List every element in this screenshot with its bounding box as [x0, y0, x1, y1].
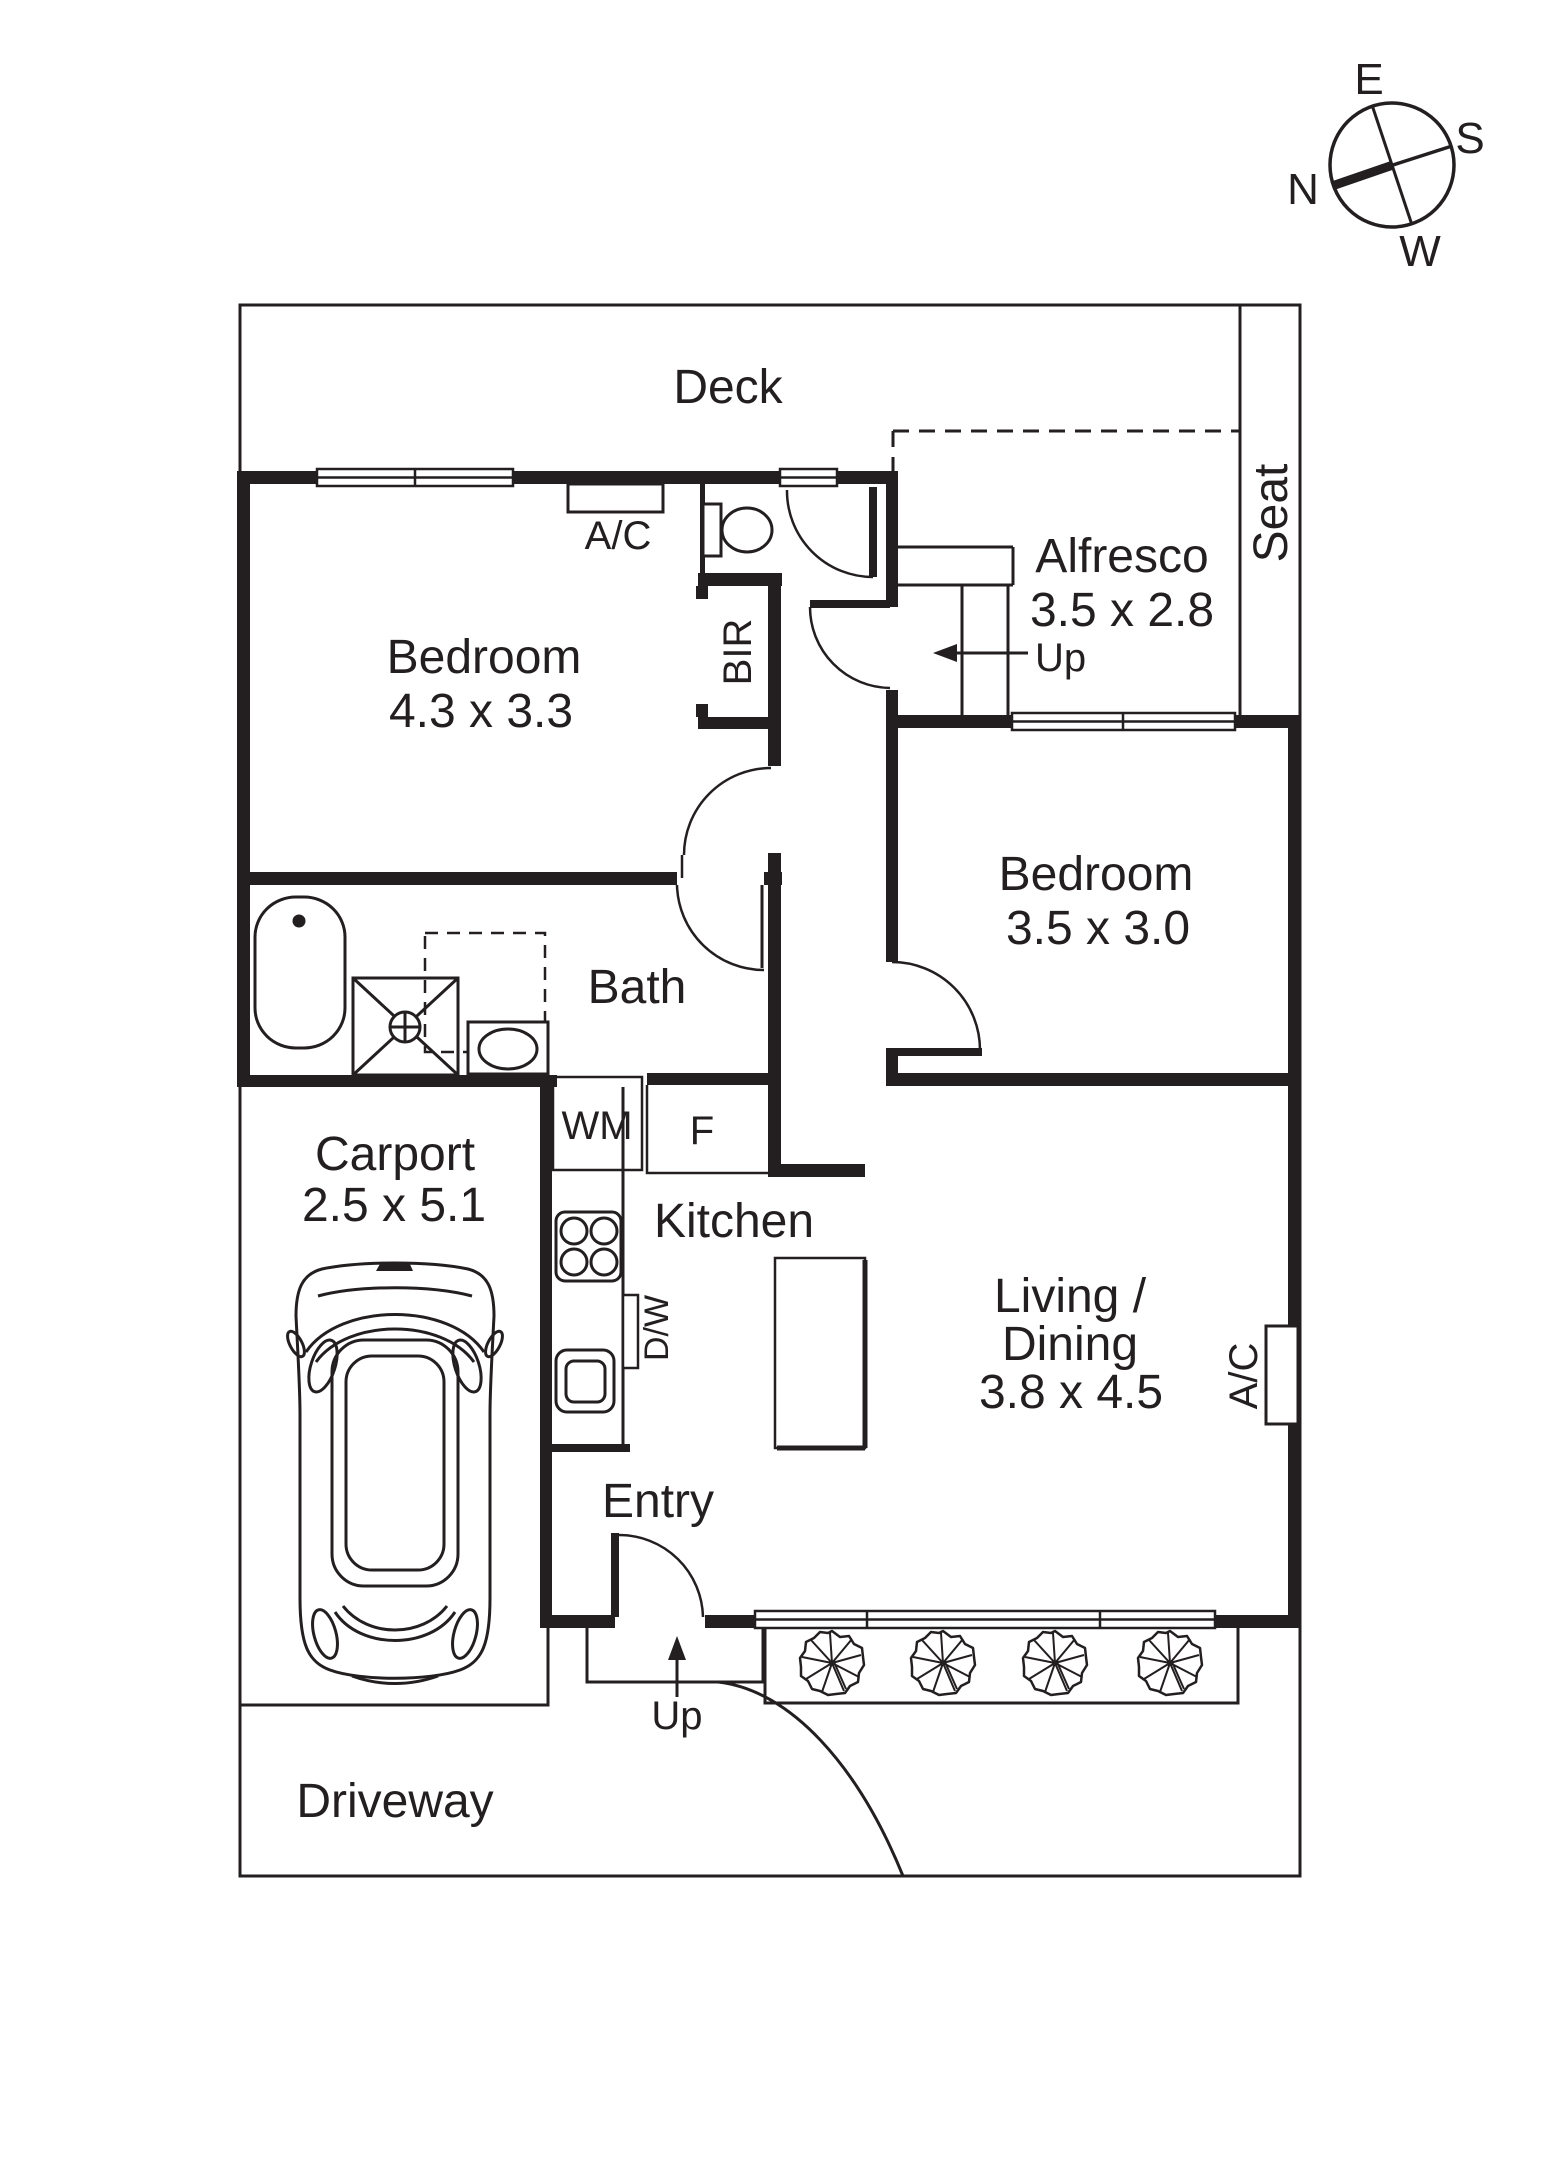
ac-unit-living — [1264, 1324, 1300, 1426]
up-arrow-entry — [668, 1636, 686, 1697]
bedroom1-label: Bedroom — [387, 631, 582, 684]
alfresco-door-arc — [808, 606, 891, 690]
bedroom1-dims: 4.3 x 3.3 — [389, 685, 573, 738]
plant-icon — [909, 1629, 977, 1697]
fridge-label: F — [690, 1109, 714, 1153]
shower-icon — [351, 976, 460, 1077]
ac-label-living: A/C — [1222, 1343, 1266, 1410]
bathtub-icon — [253, 895, 347, 1050]
ac-label-bedroom1: A/C — [585, 514, 652, 558]
bir-label: BIR — [716, 619, 760, 686]
wc-window — [778, 467, 839, 488]
room-labels: Deck Alfresco 3.5 x 2.8 Seat Bedroom 4.3… — [296, 361, 1298, 1828]
alfresco-dashed-line — [891, 429, 1240, 471]
island-bench — [773, 1256, 868, 1451]
wc-door-arc — [785, 489, 874, 579]
front-door-arc — [618, 1533, 705, 1618]
bath-door-arc — [675, 884, 765, 972]
stove-icon — [554, 1210, 623, 1283]
bedroom2-window — [1010, 711, 1237, 732]
alfresco-door-leaf — [810, 600, 890, 608]
doors — [618, 489, 982, 1618]
driveway-label: Driveway — [296, 1775, 493, 1828]
dishwasher-label: D/W — [638, 1295, 676, 1361]
up-label-entry: Up — [651, 1694, 702, 1738]
bedroom2-door-arc — [891, 960, 982, 1051]
living-window — [753, 1609, 1217, 1630]
carport-dims: 2.5 x 5.1 — [302, 1179, 486, 1232]
compass-south-label: S — [1455, 114, 1484, 163]
plant-icons — [798, 1629, 1204, 1697]
sink-icon — [554, 1348, 616, 1414]
entry-label: Entry — [602, 1475, 714, 1528]
compass-north-label: N — [1287, 165, 1319, 214]
bath-label: Bath — [588, 961, 687, 1014]
alfresco-label: Alfresco — [1035, 530, 1208, 583]
bedroom2-door-leaf — [886, 1048, 982, 1056]
bedroom2-label: Bedroom — [999, 848, 1194, 901]
fixture-labels: A/C A/C BIR WM F D/W Up Up — [561, 514, 1266, 1738]
up-arrow-alfresco — [933, 644, 1028, 662]
compass-west-label: W — [1399, 227, 1441, 276]
dishwasher-box — [621, 1293, 640, 1370]
bedroom1-window — [315, 467, 515, 488]
plant-icon — [1136, 1629, 1204, 1697]
carport-outline — [240, 1628, 550, 1707]
bedroom2-dims: 3.5 x 3.0 — [1006, 902, 1190, 955]
toilet-icon-bath — [466, 1020, 550, 1076]
wc-door-leaf — [869, 487, 877, 577]
living-label-line1: Living / — [994, 1270, 1147, 1323]
path-curve — [717, 1680, 905, 1877]
ac-units — [566, 482, 1300, 1426]
carport-label: Carport — [315, 1128, 475, 1181]
living-label-line2: Dining — [1002, 1318, 1138, 1371]
plant-icon — [798, 1629, 866, 1697]
plant-icon — [1021, 1629, 1089, 1697]
bedroom1-door-arc — [682, 766, 772, 856]
windows — [315, 467, 1237, 1630]
alfresco-dims: 3.5 x 2.8 — [1030, 584, 1214, 637]
wm-label: WM — [561, 1104, 632, 1148]
ac-unit-bedroom1 — [566, 482, 665, 514]
up-label-alfresco: Up — [1035, 636, 1086, 680]
seat-label: Seat — [1245, 464, 1298, 563]
living-dims: 3.8 x 4.5 — [979, 1366, 1163, 1419]
entry-porch — [585, 1628, 905, 1877]
alfresco-steps — [898, 545, 1015, 715]
kitchen-label: Kitchen — [654, 1195, 814, 1248]
toilet-icon-wc — [701, 502, 774, 558]
car-icon — [286, 1261, 504, 1685]
compass-east-label: E — [1354, 55, 1383, 104]
front-door-leaf — [611, 1533, 619, 1617]
washing-machine-box — [551, 1075, 644, 1172]
garden-bed — [763, 1628, 1240, 1705]
fridge-box — [645, 1085, 768, 1175]
deck-label: Deck — [673, 361, 783, 414]
compass-icon: E S N W — [1287, 55, 1485, 276]
